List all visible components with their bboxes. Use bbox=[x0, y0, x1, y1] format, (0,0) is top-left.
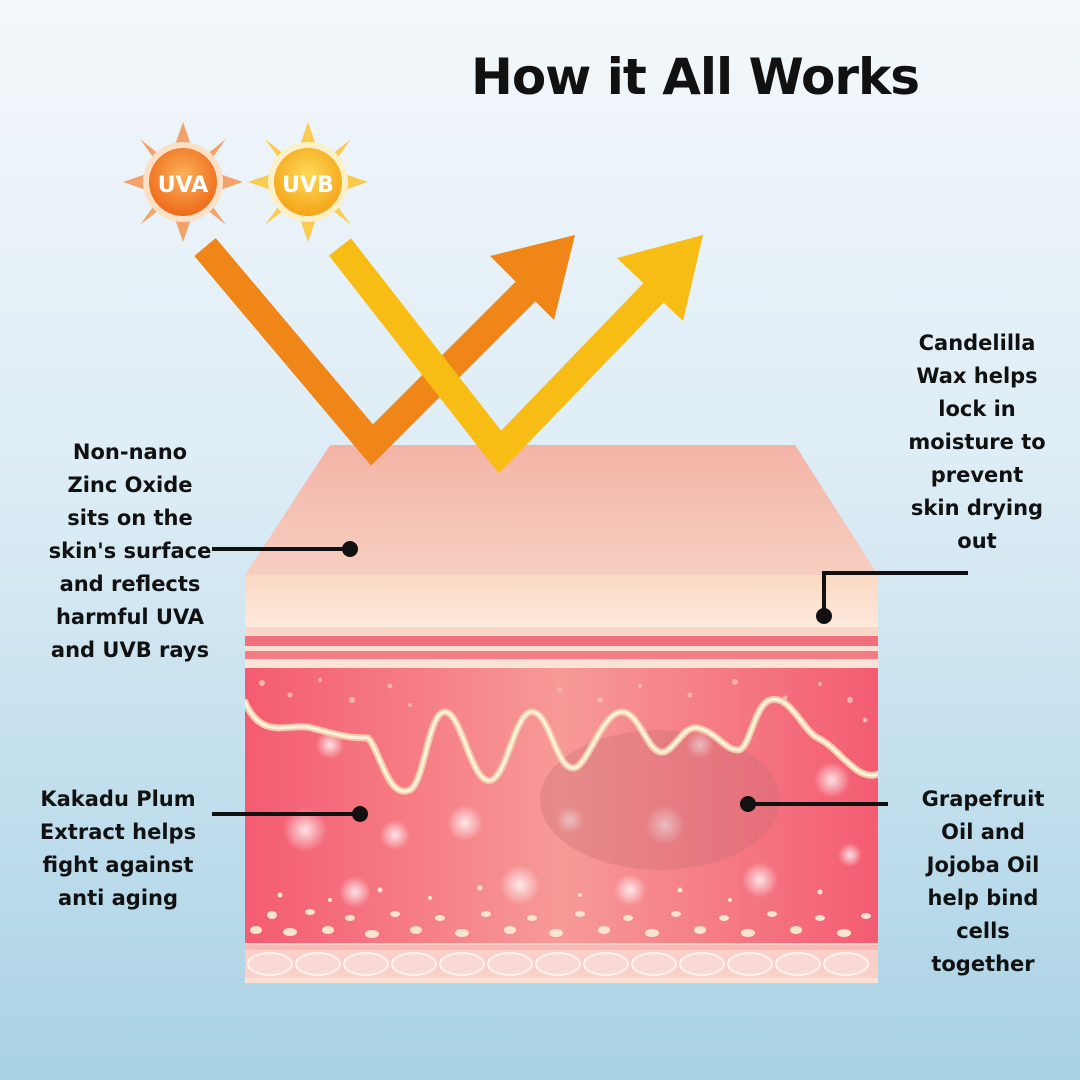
skin-cross-section-icon bbox=[245, 445, 878, 983]
epidermis-layer bbox=[245, 575, 878, 627]
grapefruit-jojoba-callout: Grapefruit Oil and Jojoba Oil help bind … bbox=[921, 787, 1045, 976]
sun-uva-icon bbox=[123, 122, 243, 242]
kakadu-dot bbox=[352, 806, 368, 822]
wax-dot bbox=[816, 608, 832, 624]
dermis-texture bbox=[245, 678, 878, 938]
uva-ray bbox=[194, 237, 545, 466]
zinc-oxide-callout: Non-nano Zinc Oxide sits on the skin's s… bbox=[48, 440, 212, 662]
uvb-arrow-head bbox=[617, 235, 703, 321]
uvb-ray bbox=[328, 238, 673, 474]
kakadu-plum-callout: Kakadu Plum Extract helps fight against … bbox=[39, 787, 197, 910]
ray-arrow-icon bbox=[194, 235, 703, 474]
wax-leader bbox=[822, 571, 968, 615]
skin-surface bbox=[245, 445, 878, 575]
sun-uvb-icon bbox=[248, 122, 368, 242]
grapefruit-dot bbox=[740, 796, 756, 812]
sun-uvb-label: UVB bbox=[282, 173, 334, 198]
candelilla-wax-callout: Candelilla Wax helps lock in moisture to… bbox=[908, 331, 1046, 553]
uva-arrow-head bbox=[490, 235, 575, 320]
sun-uva-label: UVA bbox=[158, 173, 208, 198]
zinc-dot bbox=[342, 541, 358, 557]
page-title: How it All Works bbox=[470, 48, 920, 106]
callout-leaders bbox=[212, 547, 968, 816]
